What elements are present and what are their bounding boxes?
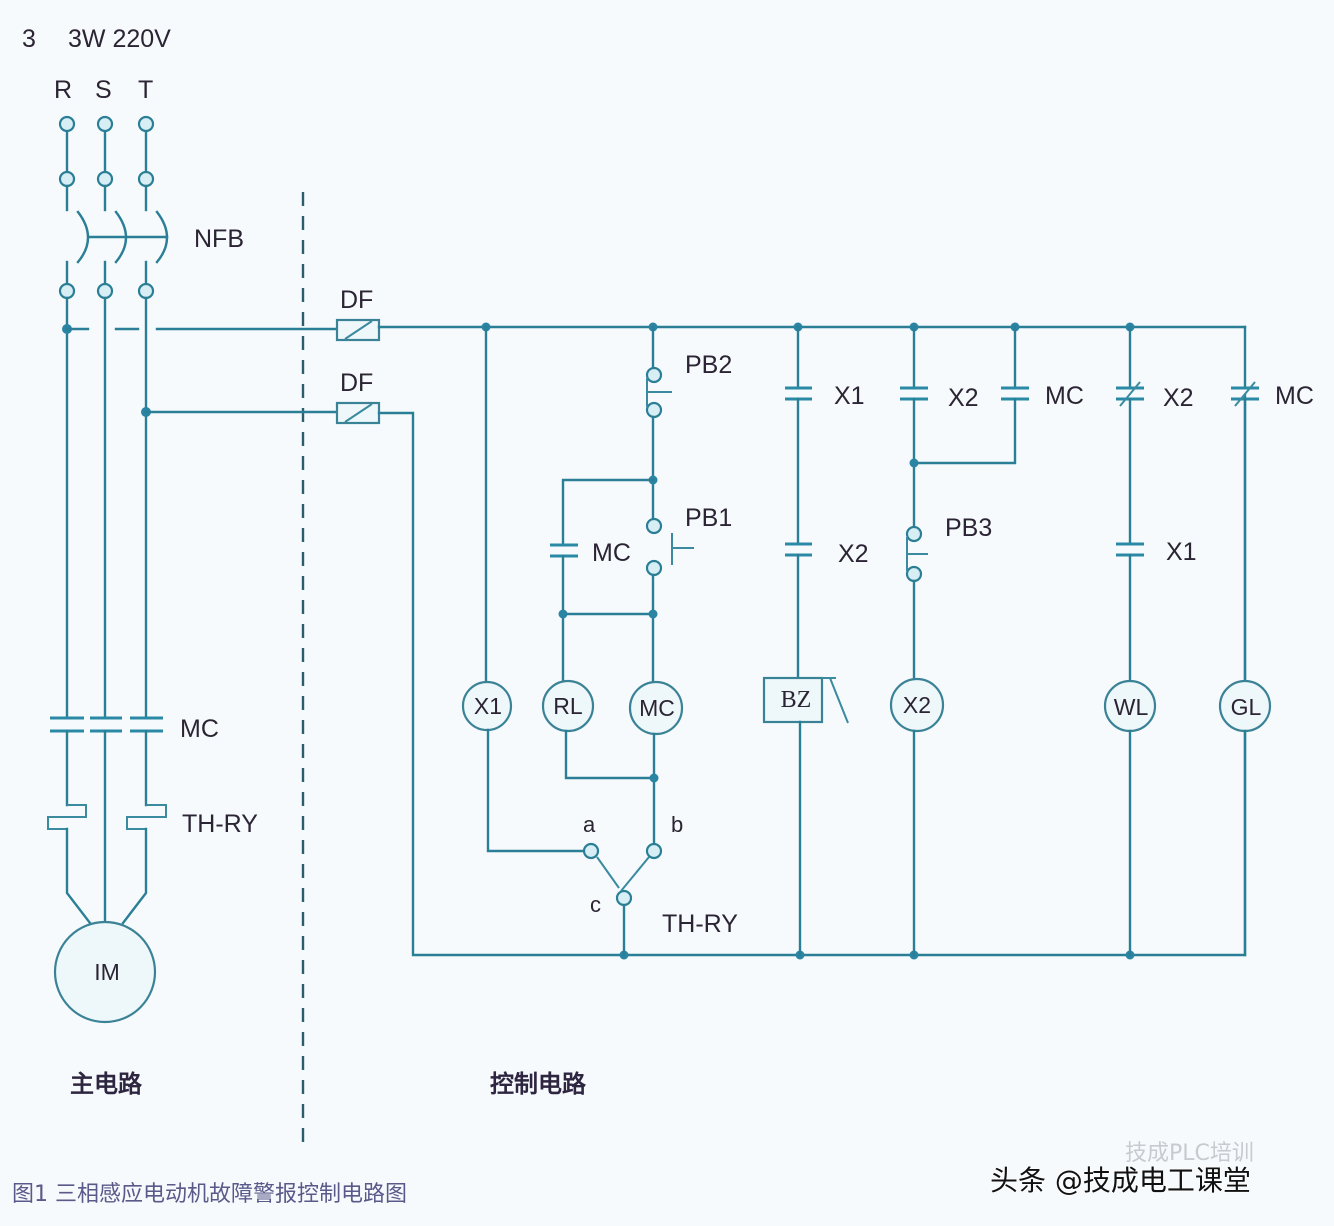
mc-contact-x2-branch: [1001, 386, 1029, 401]
buzzer-label: BZ: [781, 687, 812, 713]
coil-x2: [889, 677, 945, 733]
pb2-stop-button[interactable]: [645, 366, 672, 419]
terminal-r-top: [58, 115, 76, 133]
mc-hold-contact: [550, 543, 578, 558]
terminal-a-label: a: [583, 812, 596, 837]
control-circuit-section-label: 控制电路: [490, 1070, 587, 1098]
fuse-df-1-label: DF: [340, 286, 373, 314]
terminal-s-top: [96, 115, 114, 133]
pb1-start-button[interactable]: [645, 517, 694, 577]
fuse-df-2: [335, 401, 381, 425]
main-circuit: NFB MC TH-RY IM 主电: [47, 115, 258, 1098]
terminal-b: [645, 842, 663, 860]
x1-contact-wl-branch: [1116, 542, 1144, 557]
x2-branch-x2-label: X2: [948, 384, 979, 412]
coil-rl-label: RL: [553, 693, 583, 719]
mc-main-label: MC: [180, 715, 219, 743]
bottom-bus: [377, 393, 1247, 957]
terminal-r-mid: [58, 170, 76, 188]
terminal-s-mid: [96, 170, 114, 188]
wl-branch-x1-label: X1: [1166, 538, 1197, 566]
fuse-df-1: [335, 318, 381, 342]
terminal-t-mid: [137, 170, 155, 188]
coil-x1-label: X1: [474, 693, 502, 719]
watermark: 头条 @技成电工课堂: [990, 1164, 1251, 1197]
coil-mc: [628, 680, 684, 736]
x2-contact-x2-branch: [900, 386, 928, 401]
bz-branch-x1-label: X1: [834, 382, 865, 410]
phase-s-label: S: [95, 76, 112, 104]
input-terminals: [58, 115, 155, 188]
motor-label: IM: [94, 959, 120, 985]
terminal-c: [615, 889, 633, 907]
motor-im: [53, 920, 157, 1024]
pb2-label: PB2: [685, 351, 732, 379]
thermal-overload-symbol: [47, 729, 167, 925]
x1-contact-bz-branch: [785, 386, 812, 401]
supply-label: 3W 220V: [68, 25, 171, 53]
figure-caption: 图1 三相感应电动机故障警报控制电路图: [12, 1182, 407, 1207]
mc-hold-label: MC: [592, 539, 631, 567]
terminal-c-label: c: [590, 892, 601, 917]
pb3-label: PB3: [945, 514, 992, 542]
lamp-wl-label: WL: [1114, 694, 1149, 720]
coil-mc-label: MC: [639, 695, 675, 721]
pb3-reset-button[interactable]: [905, 525, 928, 583]
fuse-df-2-label: DF: [340, 369, 373, 397]
coil-rl: [541, 679, 595, 733]
watermark-faint: 技成PLC培训: [1125, 1141, 1254, 1166]
terminal-t-top: [137, 115, 155, 133]
phase-count-label: 3: [22, 25, 36, 53]
gl-branch-mc-label: MC: [1275, 382, 1314, 410]
terminal-a: [582, 842, 600, 860]
wl-branch-x2-label: X2: [1163, 384, 1194, 412]
nfb-label: NFB: [194, 225, 244, 253]
phase-r-label: R: [54, 76, 72, 104]
coil-x2-label: X2: [903, 692, 931, 718]
nfb-breaker-symbol: [58, 184, 169, 300]
buzzer-bz: [762, 676, 849, 724]
th-ry-control-label: TH-RY: [662, 910, 738, 938]
phase-t-label: T: [138, 76, 153, 104]
x2-branch-mc-label: MC: [1045, 382, 1084, 410]
x2-contact-bz-branch: [785, 542, 812, 557]
terminal-b-label: b: [671, 812, 683, 837]
lamp-gl-label: GL: [1231, 694, 1262, 720]
th-ry-relay-switch: [582, 842, 663, 957]
mc-main-contacts: [50, 716, 163, 733]
bz-branch-x2-label: X2: [838, 540, 869, 568]
pb1-label: PB1: [685, 504, 732, 532]
main-circuit-section-label: 主电路: [70, 1070, 143, 1098]
th-ry-main-label: TH-RY: [182, 810, 258, 838]
